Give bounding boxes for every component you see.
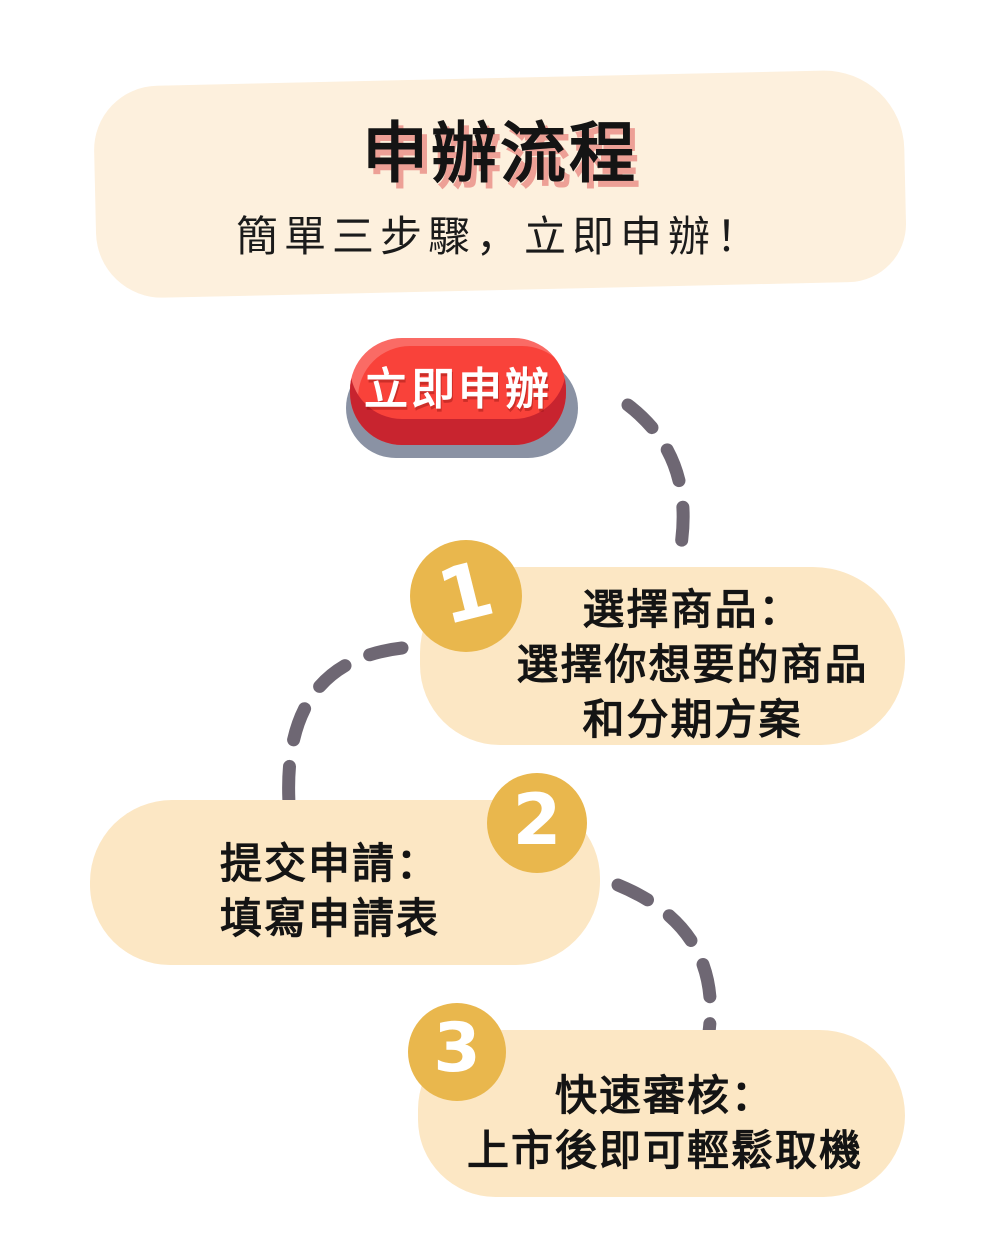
step-number-3: 3 [433,1009,481,1088]
step-text-3: 快速審核： 上市後即可輕鬆取機 [435,1068,895,1178]
apply-now-button[interactable]: 立即申辦 [344,338,580,458]
step-badge-1: 1 [410,540,522,652]
connector-step2-to-step3 [611,878,717,1039]
apply-now-button-label: 立即申辦 [364,364,552,415]
step-1-title: 選擇商品： [582,585,803,634]
page-subtitle: 簡單三步驟，立即申辦！ [235,212,764,261]
step-1-line-2: 和分期方案 [582,695,803,744]
apply-now-button-face: 立即申辦 [350,338,566,445]
page-title: 申辦流程 [362,115,638,192]
step-badge-3: 3 [408,1003,506,1101]
step-number-2: 2 [512,779,562,861]
step-badge-2: 2 [487,773,587,873]
step-1-line-1: 選擇你想要的商品 [516,640,869,689]
step-3-line-1: 上市後即可輕鬆取機 [466,1126,863,1175]
step-text-1: 選擇商品： 選擇你想要的商品 和分期方案 [480,582,905,747]
step-text-2: 提交申請： 填寫申請表 [100,836,560,946]
step-2-line-1: 填寫申請表 [219,894,440,943]
step-2-title: 提交申請： [219,839,440,888]
step-3-title: 快速審核： [554,1071,775,1120]
connector-step1-to-step2 [282,641,409,810]
connector-button-to-step1 [621,398,690,569]
